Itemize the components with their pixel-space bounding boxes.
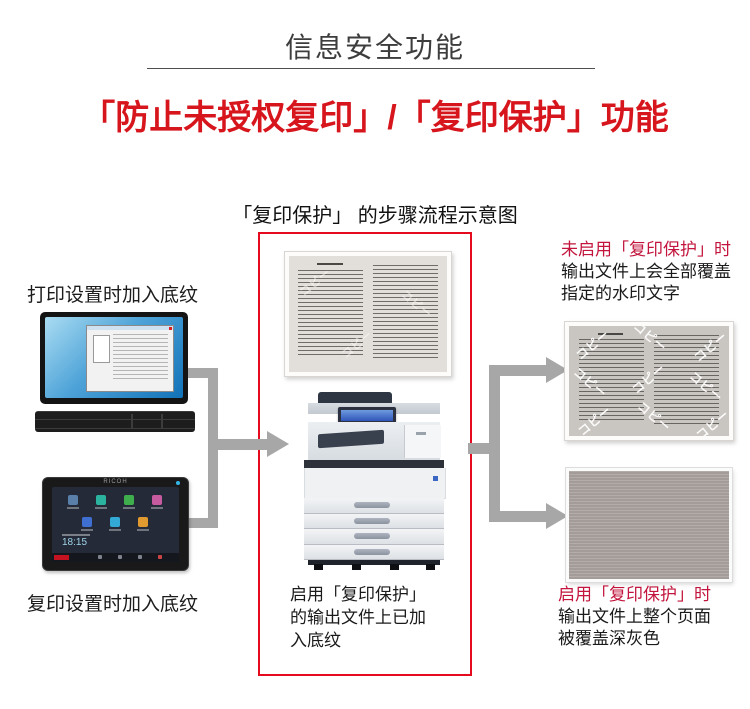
printer-touchscreen <box>341 410 393 421</box>
caption-line: 入底纹 <box>290 631 341 650</box>
document-text-column <box>578 339 645 423</box>
paper-drawer <box>304 544 444 560</box>
printer-mid-band <box>304 460 444 468</box>
printer-drawers <box>304 498 444 560</box>
document-page: コピー コピー コピー コピー コピー コピー コピー コピー コピー <box>569 326 729 436</box>
dialog-preview-thumbnail <box>92 335 110 364</box>
watermarked-output-document: コピー コピー コピー コピー コピー コピー コピー コピー コピー <box>564 321 734 441</box>
arrow-into-box-line <box>218 439 268 450</box>
dialog-close-icon <box>168 327 172 331</box>
printer-wheel <box>314 564 323 570</box>
tablet-app-icon <box>137 517 149 531</box>
tablet-nav-icon <box>158 555 162 559</box>
tablet-app-icon <box>109 517 121 531</box>
arrow-to-unprotected-line <box>489 365 547 376</box>
arrow-to-protected-line <box>489 511 547 522</box>
tablet-app-icon <box>123 495 135 509</box>
printer-driver-dialog <box>86 325 174 392</box>
printer-model-badge <box>416 432 426 435</box>
mfp-printer-graphic <box>300 392 448 570</box>
connector-monitor-line <box>158 368 218 378</box>
print-setting-label: 打印设置时加入底纹 <box>27 285 199 306</box>
main-heading: 「防止未授权复印」/「复印保护」功能 <box>81 99 669 137</box>
caption-line: 启用「复印保护」 <box>290 585 426 604</box>
protected-output-gray-page <box>566 468 732 582</box>
tablet-app-icon <box>151 495 163 509</box>
dialog-titlebar <box>87 326 173 331</box>
monitor-screen <box>45 317 183 398</box>
original-document-with-pattern: コピー コピー コピー <box>284 251 452 377</box>
protected-note-line: 输出文件上整个页面 <box>558 607 711 626</box>
printer-control-panel <box>338 407 396 424</box>
unprotected-note-title: 未启用「复印保护」时 <box>561 240 731 259</box>
desktop-computer-graphic <box>35 312 195 434</box>
page-title: 信息安全功能 <box>284 32 465 63</box>
unprotected-note-line: 输出文件上会全部覆盖 <box>561 262 731 281</box>
connector-right-vertical-line <box>489 365 500 522</box>
paper-drawer <box>304 513 444 529</box>
diagram-subtitle: 「复印保护」 的步骤流程示意图 <box>232 205 518 227</box>
printer-adf <box>318 392 392 405</box>
tablet-nav-icon <box>118 555 122 559</box>
connector-left-vertical-line <box>208 368 218 528</box>
tablet-app-icon <box>95 495 107 509</box>
arrow-to-protected-head-icon <box>546 503 568 529</box>
tablet-nav-icon <box>138 555 142 559</box>
title-divider <box>147 68 595 69</box>
document-text-column <box>298 269 364 359</box>
keyboard-graphic <box>35 411 195 432</box>
tablet-stop-button <box>54 555 69 560</box>
flow-box-caption: 启用「复印保护」 的输出文件上已加 入底纹 <box>290 583 426 652</box>
connector-tablet-line <box>172 518 218 528</box>
document-text-column <box>653 334 720 425</box>
caption-line: 的输出文件上已加 <box>290 608 426 627</box>
tablet-brand-label: RICOH <box>103 479 128 485</box>
printer-side-panel <box>404 425 441 458</box>
tablet-clock: 18:15 <box>62 537 88 548</box>
unprotected-note-line: 指定的水印文字 <box>561 284 680 303</box>
arrow-into-box-head-icon <box>267 431 289 457</box>
protected-note-title: 启用「复印保护」时 <box>558 585 711 604</box>
protected-note-line: 被覆盖深灰色 <box>558 629 660 648</box>
protected-output-note: 启用「复印保护」时 输出文件上整个页面 被覆盖深灰色 <box>558 584 748 650</box>
arrow-to-unprotected-head-icon <box>546 357 568 383</box>
printer-emblem-icon <box>433 476 438 481</box>
tablet-date-text <box>62 534 90 536</box>
smart-operation-panel-graphic: RICOH 18:15 <box>42 477 189 571</box>
printer-wheel <box>426 564 435 570</box>
printer-wheel <box>352 564 361 570</box>
document-page: コピー コピー コピー <box>289 256 447 372</box>
tablet-screen: 18:15 <box>52 487 179 562</box>
printer-base <box>308 560 440 565</box>
tablet-navbar <box>52 553 179 562</box>
tablet-camera-led-icon <box>176 481 180 485</box>
tablet-app-icon <box>67 495 79 509</box>
keyboard-divider <box>161 414 163 429</box>
printer-wheel <box>390 564 399 570</box>
paper-drawer <box>304 498 444 514</box>
tablet-app-icon <box>81 517 93 531</box>
document-heading-line <box>597 332 624 335</box>
dialog-settings-lines <box>113 333 168 380</box>
unprotected-output-note: 未启用「复印保护」时 输出文件上会全部覆盖 指定的水印文字 <box>561 239 750 305</box>
connector-box-out-line <box>468 443 500 454</box>
printer-output-tray <box>318 429 384 449</box>
tablet-nav-icon <box>98 555 102 559</box>
copy-setting-label: 复印设置时加入底纹 <box>27 594 199 615</box>
paper-drawer <box>304 529 444 545</box>
monitor-frame <box>40 312 188 404</box>
document-text-column <box>372 265 438 361</box>
document-heading-line <box>317 262 343 265</box>
keyboard-divider <box>131 414 133 429</box>
printer-lower-body <box>304 468 446 499</box>
